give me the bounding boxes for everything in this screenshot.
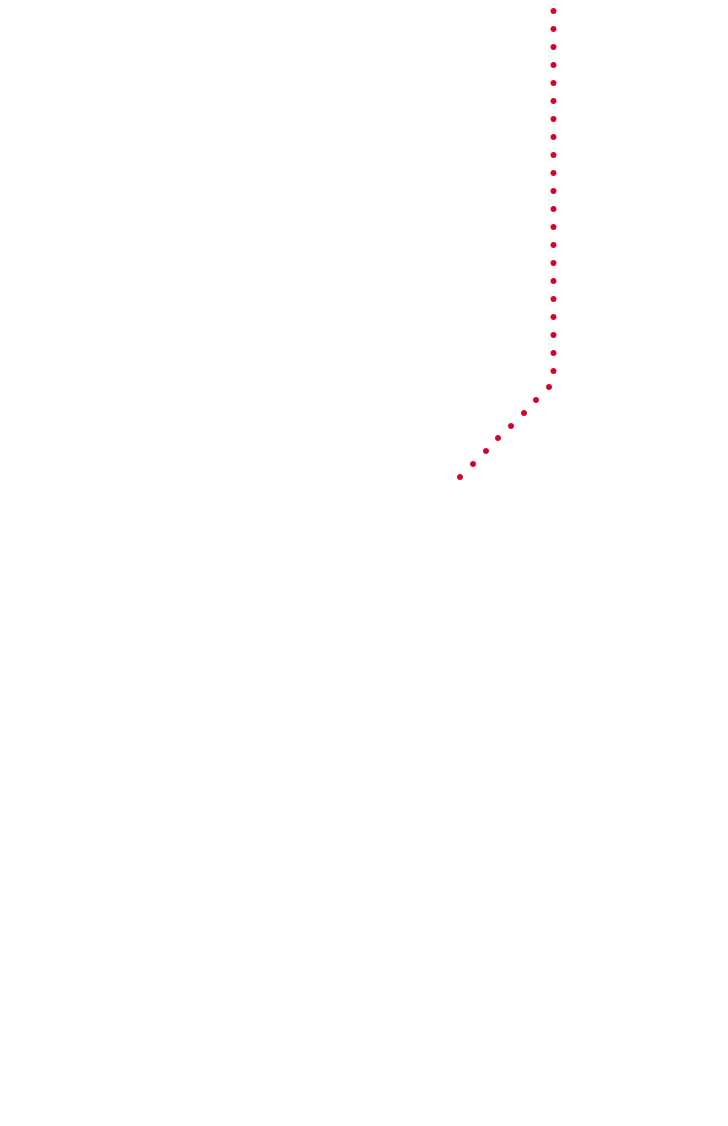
route-dot (550, 152, 557, 158)
route-dot (546, 384, 552, 390)
route-dot (550, 116, 557, 122)
route-dot (550, 350, 557, 356)
route-dot (550, 242, 557, 248)
route-dot (550, 368, 557, 374)
route-dot (550, 206, 557, 212)
route-dot (550, 260, 557, 266)
route-dot (470, 461, 476, 467)
route-dot (521, 410, 527, 416)
route-dot (550, 314, 557, 320)
route-dots-group (457, 8, 557, 480)
route-dot (550, 26, 557, 32)
route-dot (550, 62, 557, 68)
route-dot (550, 332, 557, 338)
route-dot (550, 8, 557, 14)
route-dot (550, 98, 557, 104)
route-dot (533, 397, 539, 403)
route-dot (550, 188, 557, 194)
route-dot (550, 134, 557, 140)
route-dot (550, 278, 557, 284)
route-dot (495, 435, 501, 441)
route-dot (508, 423, 514, 429)
route-dot (550, 80, 557, 86)
route-dot (457, 474, 463, 480)
route-dot (550, 44, 557, 50)
route-dot (550, 296, 557, 302)
route-dot (550, 224, 557, 230)
route-dot (550, 170, 557, 176)
route-dot (483, 448, 489, 454)
